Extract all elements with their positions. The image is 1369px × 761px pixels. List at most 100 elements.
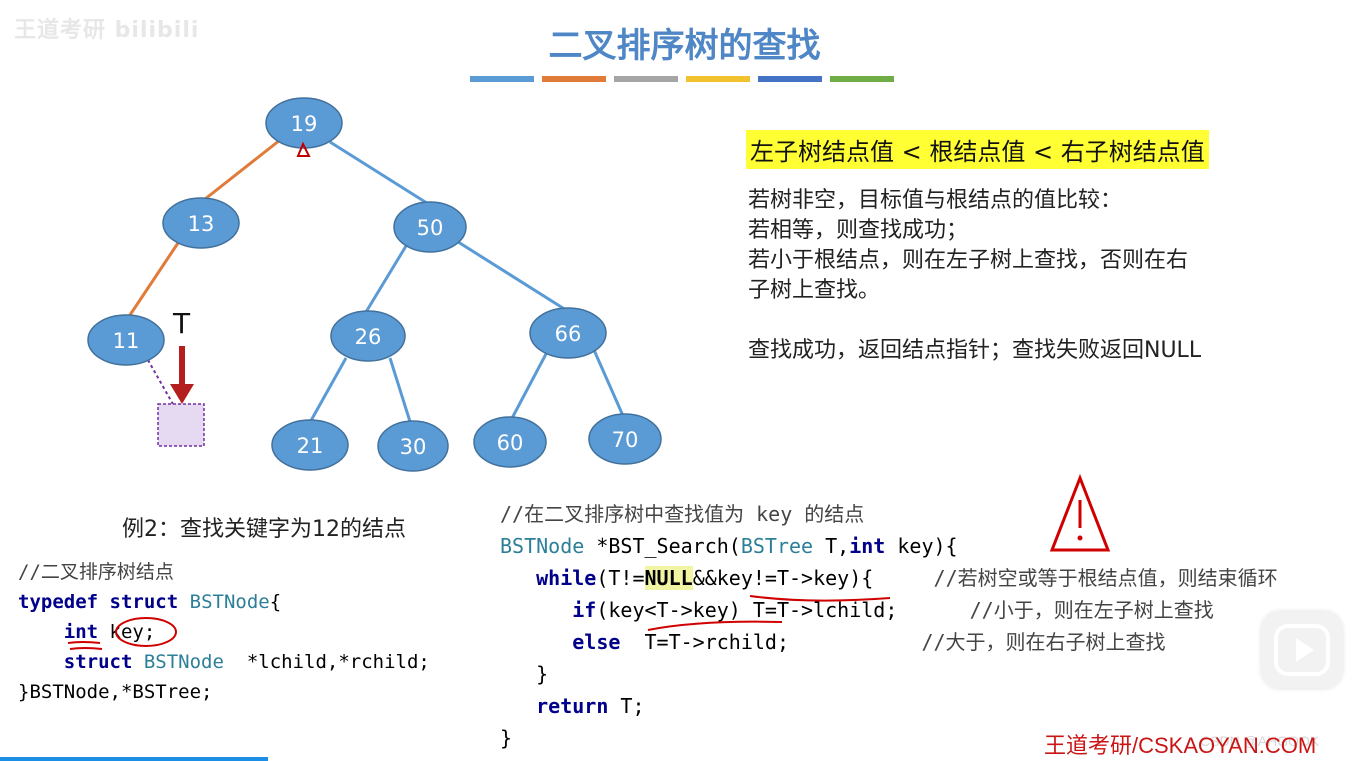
edge-26-21 bbox=[306, 357, 348, 427]
desc-line: 若树非空，目标值与根结点的值比较： bbox=[748, 188, 1123, 213]
play-icon bbox=[1274, 624, 1330, 676]
tree-node: 60 bbox=[473, 416, 547, 468]
desc-line: 若小于根结点，则在左子树上查找，否则在右 bbox=[748, 248, 1189, 273]
tree-node: 50 bbox=[393, 201, 467, 253]
code-text: } bbox=[536, 662, 549, 686]
code-type: BSTNode bbox=[500, 534, 585, 558]
code-line: struct BSTNode *lchild,*rchild; bbox=[18, 647, 430, 677]
tree-node: 11 bbox=[87, 314, 165, 366]
node-label: 13 bbox=[188, 212, 215, 236]
channel-watermark: 王道考研 bilibili bbox=[14, 18, 200, 43]
struct-annotations bbox=[67, 617, 177, 650]
edge-50-26 bbox=[364, 245, 408, 313]
color-bar bbox=[542, 76, 606, 82]
code-text: *BST_Search( bbox=[584, 534, 741, 558]
code-text: (T!= bbox=[596, 566, 645, 590]
code-keyword: else bbox=[572, 630, 621, 654]
code-text: key){ bbox=[885, 534, 958, 558]
tree-node: 26 bbox=[330, 310, 406, 362]
color-bar bbox=[758, 76, 822, 82]
null-node-box bbox=[157, 403, 205, 447]
code-line: } bbox=[500, 726, 513, 750]
code-line: }BSTNode,*BSTree; bbox=[18, 681, 213, 703]
code-keyword: struct bbox=[63, 651, 133, 673]
tree-node: 13 bbox=[162, 197, 240, 249]
bst-property-rule: 左子树结点值 < 根结点值 < 右子树结点值 bbox=[746, 130, 1209, 169]
color-bar bbox=[830, 76, 894, 82]
edge-19-50 bbox=[329, 140, 431, 207]
code-keyword: int bbox=[849, 534, 886, 558]
tree-node: 70 bbox=[588, 413, 662, 465]
node-label: 30 bbox=[400, 435, 427, 459]
node-label: 26 bbox=[355, 325, 382, 349]
edge-13-11 bbox=[126, 239, 182, 319]
color-bar bbox=[614, 76, 678, 82]
code-text: (key<T->key) T=T->lchild; bbox=[596, 598, 898, 622]
code-comment: //二叉排序树结点 bbox=[18, 561, 174, 583]
node-label: 66 bbox=[555, 322, 582, 346]
code-keyword: if bbox=[572, 598, 597, 622]
tree-node: 19 bbox=[265, 97, 343, 149]
desc-line: 子树上查找。 bbox=[748, 278, 881, 303]
progress-line bbox=[0, 757, 268, 761]
code-line: if(key<T->key) T=T->lchild; //小于，则在左子树上查… bbox=[500, 594, 1278, 626]
desc-line: 若相等，则查找成功； bbox=[748, 218, 969, 243]
color-bar bbox=[470, 76, 534, 82]
video-play-overlay-button[interactable] bbox=[1262, 612, 1342, 688]
code-comment: //若树空或等于根结点值，则结束循环 bbox=[933, 566, 1278, 590]
slide-title: 二叉排序树的查找 bbox=[548, 26, 821, 66]
code-text: key; bbox=[109, 621, 156, 643]
code-type: BSTNode bbox=[189, 591, 270, 613]
code-line: return T; bbox=[500, 690, 1278, 722]
code-comment: //大于，则在右子树上查找 bbox=[921, 630, 1166, 654]
edge-11-null bbox=[147, 359, 175, 407]
code-text: T=T->rchild; bbox=[620, 630, 790, 654]
node-label: 60 bbox=[497, 431, 524, 455]
code-comment: //小于，则在左子树上查找 bbox=[969, 598, 1214, 622]
code-line: BSTNode *BST_Search(BSTree T,int key){ bbox=[500, 530, 1278, 562]
edge-66-60 bbox=[508, 353, 548, 423]
pointer-label: T bbox=[172, 307, 191, 340]
while-underline-annotation bbox=[749, 595, 891, 602]
code-keyword: int bbox=[63, 621, 99, 643]
code-keyword: typedef bbox=[18, 591, 99, 613]
node-label: 50 bbox=[417, 216, 444, 240]
brand-footer: 王道考研/CSKAOYAN.COM bbox=[1044, 733, 1317, 758]
code-text: T, bbox=[813, 534, 850, 558]
code-line: while(T!=NULL&&key!=T->key){ //若树空或等于根结点… bbox=[500, 562, 1278, 594]
edge-66-70 bbox=[592, 349, 626, 419]
if-underline-annotation bbox=[647, 620, 783, 631]
code-line: typedef struct BSTNode{ bbox=[18, 587, 430, 617]
code-keyword: struct bbox=[109, 591, 179, 613]
edge-19-13 bbox=[199, 138, 281, 205]
code-keyword: return bbox=[536, 694, 609, 718]
code-type: BSTNode bbox=[143, 651, 224, 673]
warning-triangle-annotation bbox=[1049, 473, 1111, 552]
desc-line: 查找成功，返回结点指针；查找失败返回NULL bbox=[748, 338, 1202, 363]
edge-50-66 bbox=[454, 238, 567, 312]
title-color-bars bbox=[470, 76, 894, 82]
red-tick-annotation bbox=[296, 141, 311, 157]
pointer-arrow-head bbox=[170, 384, 194, 404]
tree-node: 66 bbox=[529, 307, 607, 359]
code-text: &&key!=T->key){ bbox=[692, 566, 874, 590]
search-description: 若树非空，目标值与根结点的值比较： 若相等，则查找成功； 若小于根结点，则在左子… bbox=[748, 186, 1308, 366]
csdn-watermark: CSDN @AHGOOK bbox=[1200, 733, 1320, 749]
code-keyword: while bbox=[536, 566, 597, 590]
search-annotations bbox=[647, 473, 1111, 631]
code-line: } bbox=[500, 658, 1278, 690]
code-text: { bbox=[269, 591, 282, 613]
code-text: *lchild,*rchild; bbox=[223, 651, 430, 673]
code-text: T; bbox=[608, 694, 645, 718]
tree-node: 30 bbox=[377, 420, 449, 472]
code-type: BSTree bbox=[740, 534, 814, 558]
code-line: int key; bbox=[18, 617, 430, 647]
warning-dot bbox=[1077, 535, 1083, 541]
bst-diagram: T 19 13 50 11 26 66 21 30 60 70 bbox=[87, 97, 662, 472]
node-label: 21 bbox=[297, 434, 324, 458]
node-label: 11 bbox=[113, 329, 140, 353]
node-label: 19 bbox=[291, 112, 318, 136]
int-underline-annotation bbox=[67, 641, 103, 650]
